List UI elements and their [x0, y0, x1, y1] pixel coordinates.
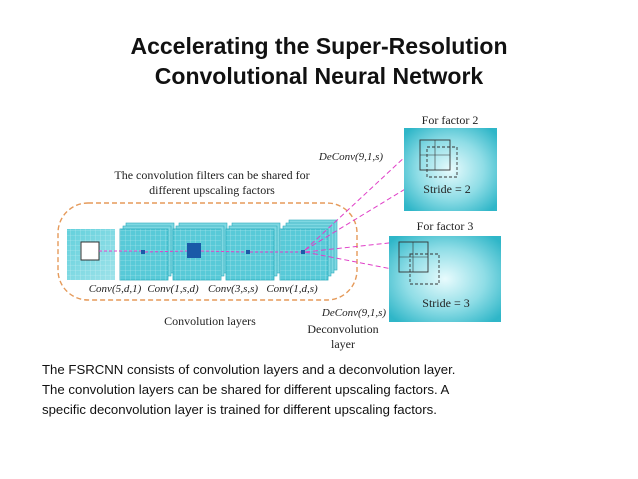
- conv-layer-stack-4: [279, 219, 338, 281]
- factor-2-stride: Stride = 2: [423, 182, 470, 196]
- caption-line-2: The convolution layers can be shared for…: [42, 382, 450, 397]
- factor-2-title: For factor 2: [422, 113, 479, 127]
- caption-line-3: specific deconvolution layer is trained …: [42, 402, 437, 417]
- deconvolution-label-line-1: Deconvolution: [307, 322, 378, 336]
- slide-title-line-2: Convolutional Neural Network: [154, 63, 484, 89]
- conv-label-2: Conv(1,s,d): [147, 283, 199, 295]
- deconv-projection-lines: [304, 140, 423, 271]
- factor-3-stride: Stride = 3: [422, 296, 469, 310]
- shared-note-line-1: The convolution filters can be shared fo…: [114, 168, 309, 182]
- factor-3-panel: [389, 236, 501, 322]
- deconv-label-top: DeConv(9,1,s): [318, 151, 383, 163]
- caption: The FSRCNN consists of convolution layer…: [42, 360, 612, 420]
- convolution-group-box: [57, 202, 358, 301]
- slide-title-line-1: Accelerating the Super-Resolution: [130, 33, 508, 59]
- factor-2-panel: [404, 128, 497, 211]
- layer-connectors: [99, 250, 301, 253]
- conv-label-1: Conv(5,d,1): [89, 283, 142, 295]
- deconvolution-label-line-2: layer: [331, 337, 355, 351]
- conv-label-4: Conv(1,d,s): [266, 283, 318, 295]
- conv-layer-stack-3: [225, 222, 281, 281]
- shared-note-line-2: different upscaling factors: [149, 183, 275, 197]
- input-image: [67, 229, 115, 280]
- conv-label-3: Conv(3,s,s): [208, 283, 258, 295]
- factor-3-title: For factor 3: [417, 219, 474, 233]
- caption-line-1: The FSRCNN consists of convolution layer…: [42, 362, 456, 377]
- conv-layer-stack-2: [172, 222, 228, 281]
- deconv-label-bottom: DeConv(9,1,s): [321, 307, 386, 319]
- convolution-layers-label: Convolution layers: [164, 314, 256, 328]
